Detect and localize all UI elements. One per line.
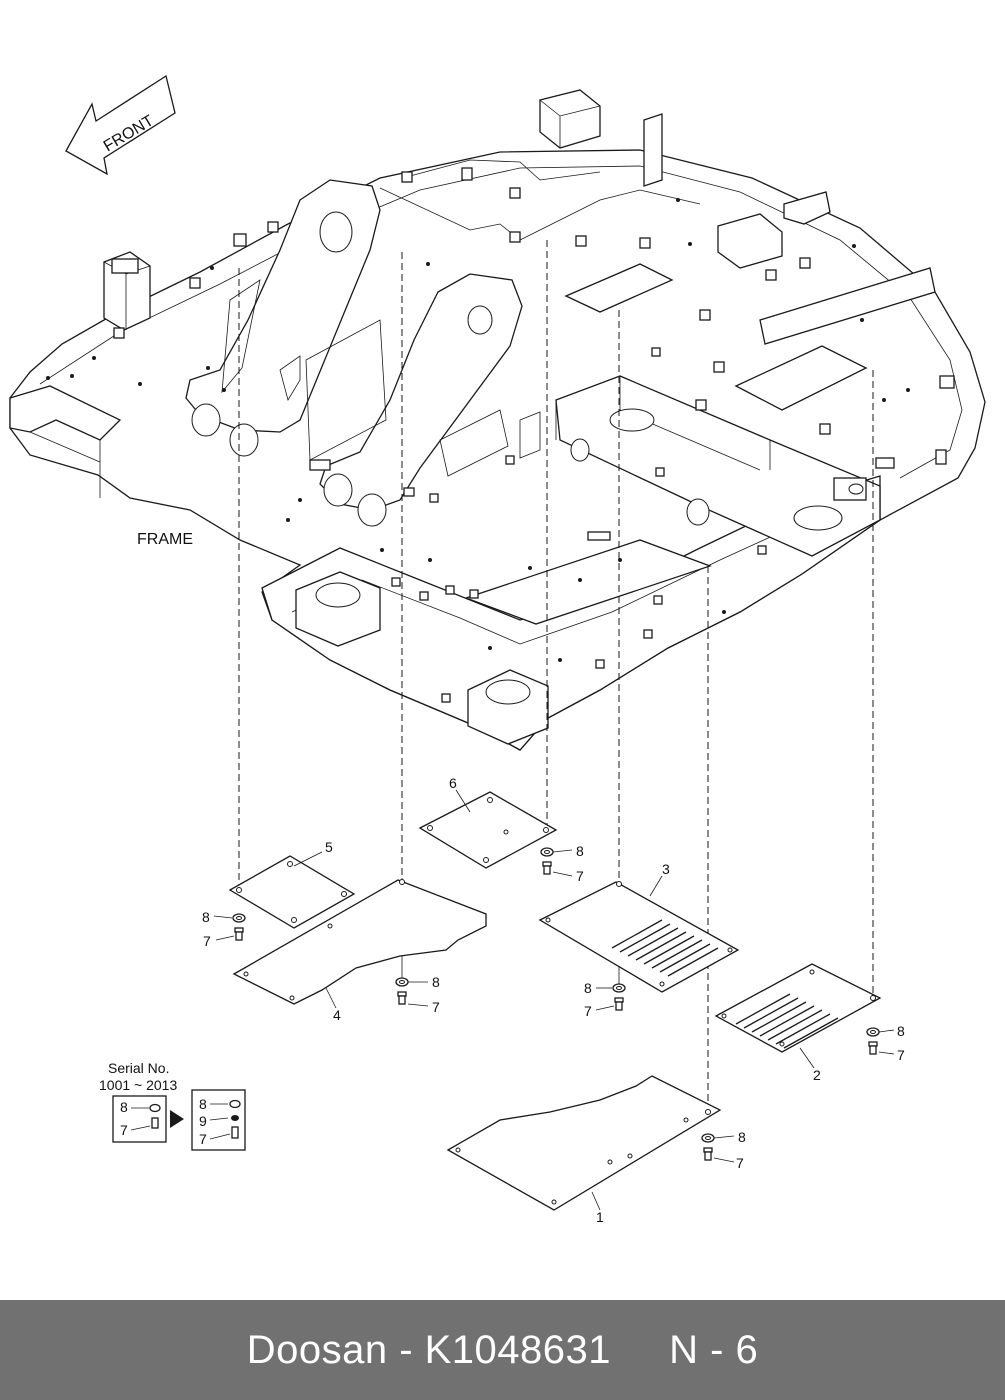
cover-plate-1 [446,1075,722,1211]
arrow-right-icon [170,1110,184,1128]
callout-part-6: 6 [449,775,457,791]
cover-plate-5 [228,855,356,929]
callout-bolt: 7 [203,933,211,949]
callout-washer: 8 [584,980,592,996]
front-arrow: FRONT [65,74,176,176]
inset-old-bolt: 7 [120,1122,128,1138]
callout-part-4: 4 [333,1007,341,1023]
callout-bolt: 7 [736,1155,744,1171]
cover-plate-6 [418,791,558,869]
callout-part-5: 5 [325,839,333,855]
inset-new-bolt: 7 [199,1131,207,1147]
frame-label: FRAME [137,531,193,548]
slots-3 [611,919,719,977]
inset-new-nut: 9 [199,1113,207,1129]
callout-washer: 8 [202,909,210,925]
callout-washer: 8 [897,1023,905,1039]
callouts: 5 6 3 4 2 1 8 7 8 7 8 7 8 7 8 7 8 7 [202,775,905,1225]
serial-range: 1001 ~ 2013 [99,1077,177,1093]
inset-old-washer: 8 [120,1099,128,1115]
leader-lines [213,789,895,1211]
slots-2 [735,993,839,1049]
callout-bolt: 7 [584,1003,592,1019]
cover-plate-3-slotted [538,881,740,993]
cover-plate-4 [232,879,487,1005]
callout-bolt: 7 [432,999,440,1015]
upper-frame [9,89,986,751]
assembly-lines [238,240,874,1110]
cover-plate-2-slotted [714,963,882,1053]
footer-bar: Doosan - K1048631 N - 6 [0,1300,1005,1400]
callout-part-3: 3 [662,861,670,877]
fasteners [232,847,880,1161]
callout-part-2: 2 [813,1067,821,1083]
inset-new-washer: 8 [199,1096,207,1112]
callout-washer: 8 [738,1129,746,1145]
callout-washer: 8 [576,843,584,859]
serial-number-inset: Serial No. 1001 ~ 2013 8 7 8 9 7 [99,1060,246,1151]
serial-title: Serial No. [108,1060,169,1076]
callout-bolt: 7 [897,1047,905,1063]
footer-text: Doosan - K1048631 N - 6 [246,1327,759,1372]
frame-holes [46,198,910,662]
callout-bolt: 7 [576,868,584,884]
frame-blocks [113,167,955,703]
callout-washer: 8 [432,974,440,990]
callout-part-1: 1 [596,1209,604,1225]
exploded-parts-diagram: FRONT [9,74,986,1225]
